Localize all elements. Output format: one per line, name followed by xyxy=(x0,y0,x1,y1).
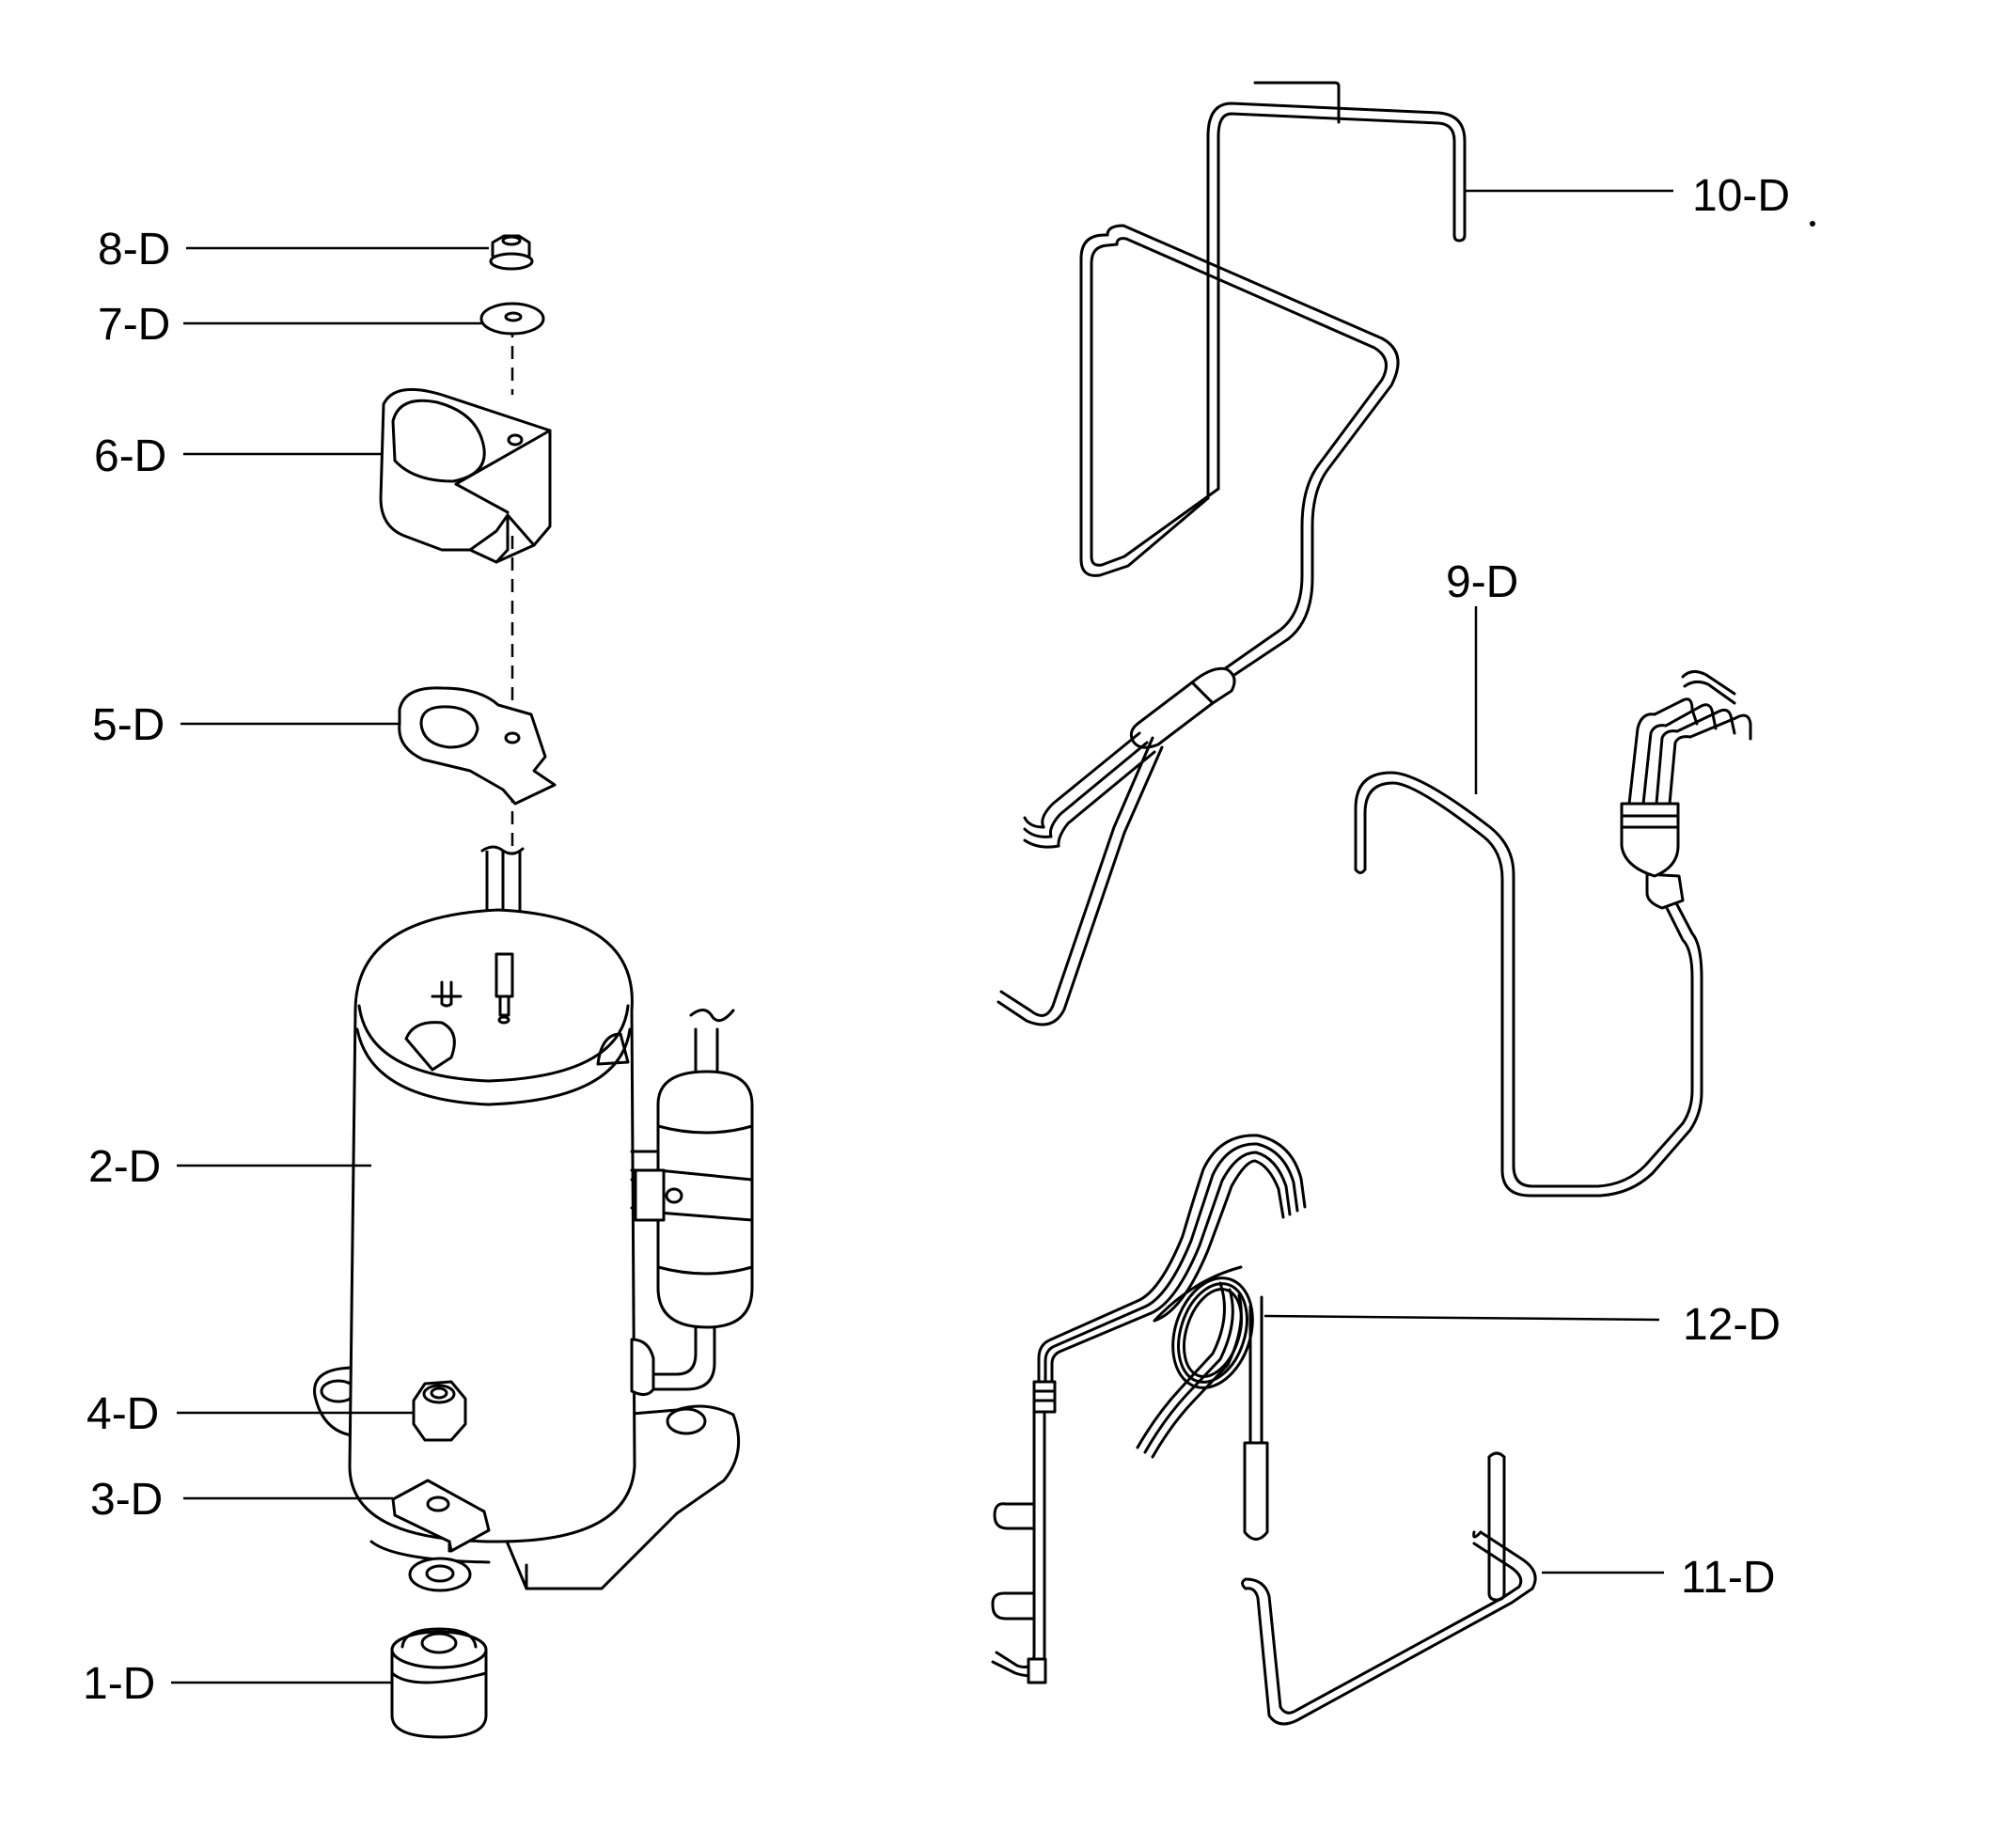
part-clip-plate xyxy=(391,1479,491,1592)
part-pipe-11 xyxy=(1241,1451,1537,1726)
label-9-d: 9-D xyxy=(1446,557,1518,607)
label-3-d: 3-D xyxy=(90,1475,163,1525)
label-1-d: 1-D xyxy=(83,1659,155,1709)
label-2-d: 2-D xyxy=(88,1142,161,1192)
part-gasket-plate xyxy=(398,686,557,806)
part-rubber-grommet xyxy=(390,1627,488,1739)
part-flange-nut xyxy=(489,234,534,271)
label-11-d: 11-D xyxy=(1681,1553,1775,1603)
label-6-d: 6-D xyxy=(94,431,166,481)
stray-mark xyxy=(1810,221,1815,227)
label-8-d: 8-D xyxy=(98,225,170,274)
part-compressor-body xyxy=(348,908,636,1543)
part-pipe-assembly-12 xyxy=(991,1134,1307,1684)
leader-12 xyxy=(1263,1314,1660,1322)
part-pipe-assembly-9 xyxy=(1354,670,1752,1198)
part-hex-nut xyxy=(412,1380,467,1442)
label-4-d: 4-D xyxy=(86,1389,159,1439)
label-12-d: 12-D xyxy=(1683,1300,1781,1350)
part-washer xyxy=(479,302,545,336)
part-terminal-cover xyxy=(379,387,552,564)
part-accumulator xyxy=(630,1009,754,1396)
label-5-d: 5-D xyxy=(92,700,165,750)
part-pipe-assembly-10 xyxy=(997,70,1467,1026)
label-7-d: 7-D xyxy=(98,300,170,350)
label-10-d: 10-D xyxy=(1692,171,1790,221)
